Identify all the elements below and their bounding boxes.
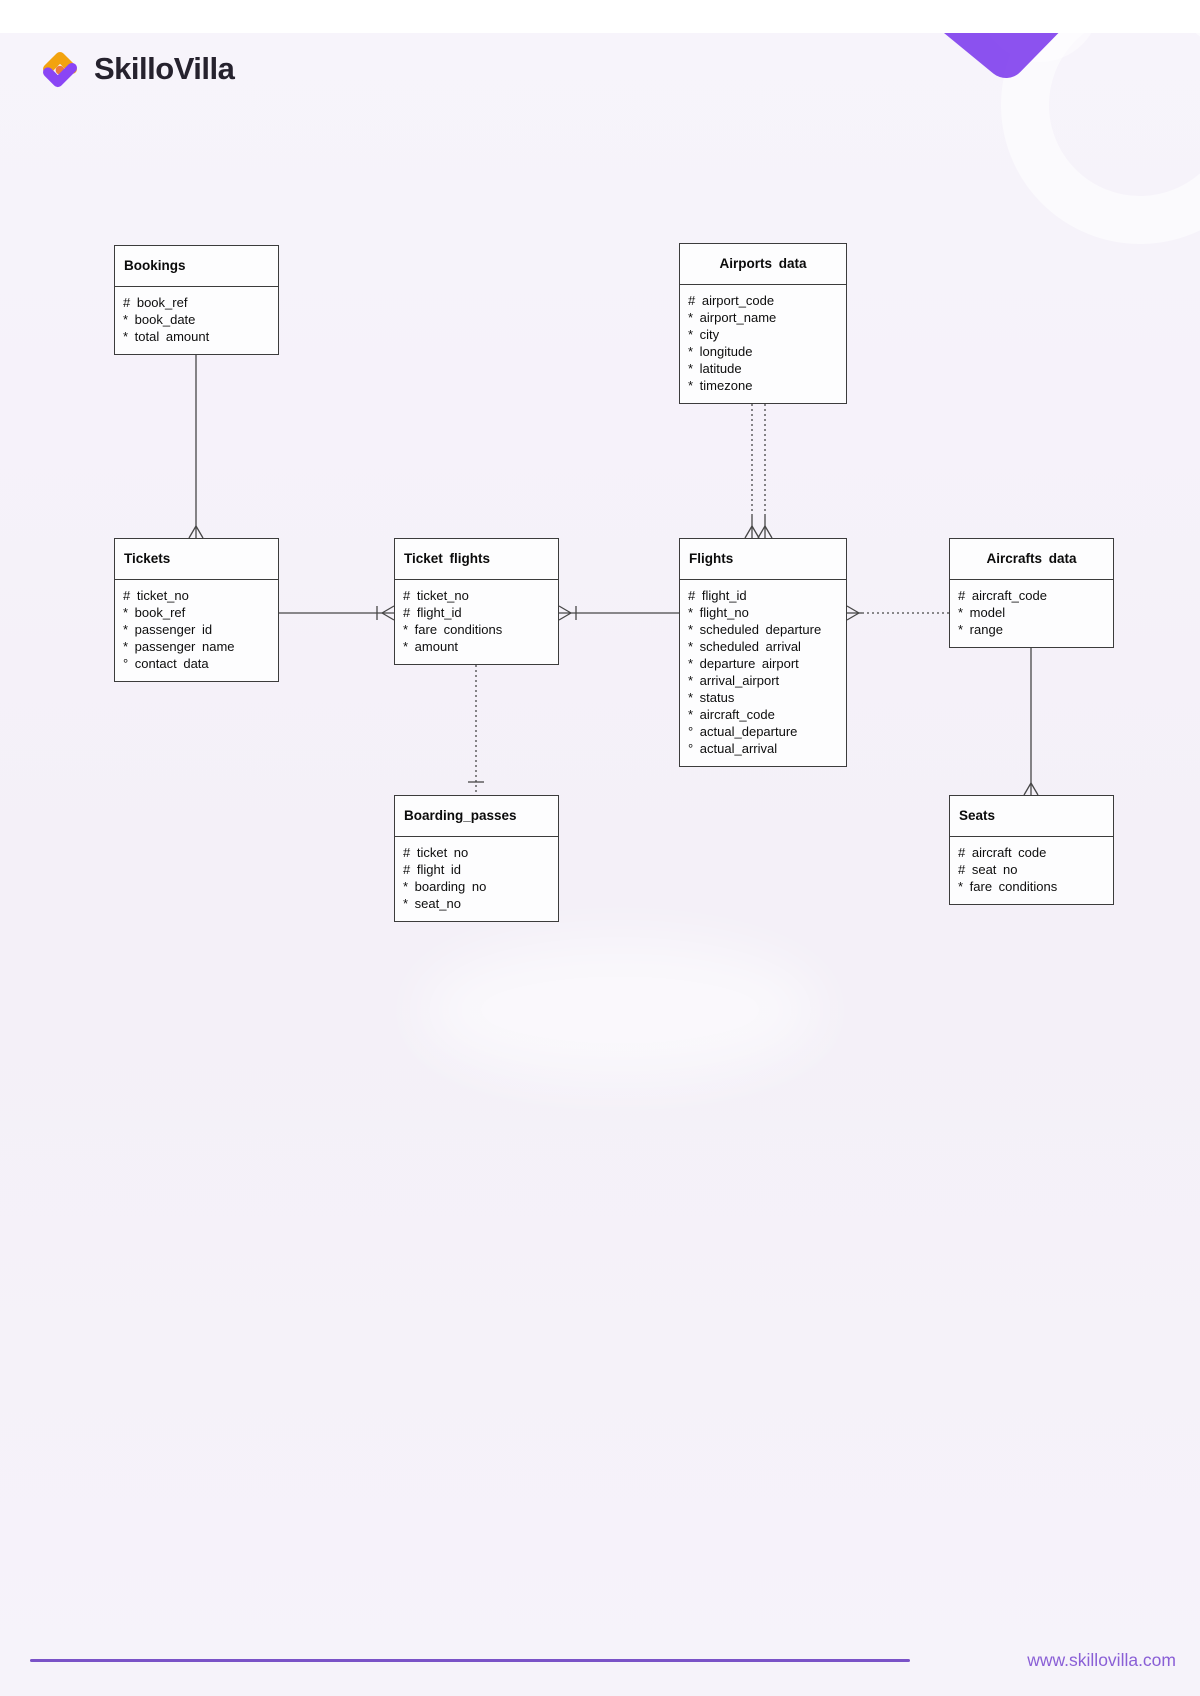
attribute-row: * scheduled departure — [688, 622, 822, 637]
attribute-row: * fare conditions — [958, 879, 1058, 894]
connector-tickets-ticketflights — [279, 605, 395, 621]
attribute-row: * passenger id — [123, 622, 213, 637]
entity-airports-data-attributes: # airport_code * airport_name * city * long… — [680, 285, 846, 403]
attribute-row: * passenger name — [123, 639, 235, 654]
attribute-row: * model — [958, 605, 1006, 620]
attribute-row: * fare conditions — [403, 622, 503, 637]
entity-boarding-passes-attributes: # ticket no # flight id * boarding no * sea… — [395, 837, 558, 921]
entity-flights: Flights # flight_id * flight_no * schedule… — [679, 538, 847, 767]
attribute-row: * book_date — [123, 312, 196, 327]
attribute-row: * airport_name — [688, 310, 777, 325]
entity-bookings: Bookings # book_ref * book_date * total am… — [114, 245, 279, 355]
header: SkilloVilla — [38, 46, 235, 92]
entity-aircrafts-data-title: Aircrafts data — [950, 539, 1113, 580]
entity-aircrafts-data-attributes: # aircraft_code * model * range — [950, 580, 1113, 647]
footer-divider — [30, 1659, 910, 1662]
attribute-row: # ticket_no — [403, 588, 469, 603]
brand-name: SkilloVilla — [94, 51, 235, 86]
skillovilla-logo-icon — [43, 52, 77, 88]
attribute-row: * status — [688, 690, 735, 705]
attribute-row: * flight_no — [688, 605, 749, 620]
attribute-row: # aircraft_code — [958, 588, 1047, 603]
attribute-row: * city — [688, 327, 720, 342]
attribute-row: * total amount — [123, 329, 210, 344]
attribute-row: # ticket no — [403, 845, 469, 860]
top-white-strip — [0, 0, 1200, 33]
corner-decoration — [930, 0, 1200, 244]
entity-boarding-passes-title: Boarding_passes — [395, 796, 558, 837]
connector-airports-flights — [744, 399, 773, 539]
footer-website-link[interactable]: www.skillovilla.com — [1027, 1650, 1176, 1670]
attribute-row: # flight_id — [403, 605, 462, 620]
entity-seats: Seats # aircraft code # seat no * fare con… — [949, 795, 1114, 905]
connector-ticketflights-boardingpasses — [468, 660, 484, 795]
entity-seats-attributes: # aircraft code # seat no * fare condition… — [950, 837, 1113, 904]
entity-ticket-flights-title: Ticket flights — [395, 539, 558, 580]
attribute-row: * longitude — [688, 344, 753, 359]
entity-airports-data-title: Airports data — [680, 244, 846, 285]
entity-bookings-title: Bookings — [115, 246, 278, 287]
background-glow — [420, 940, 820, 1080]
attribute-row: ° actual_departure — [688, 724, 798, 739]
attribute-row: # book_ref — [123, 295, 188, 310]
attribute-row: # aircraft code — [958, 845, 1047, 860]
entity-bookings-attributes: # book_ref * book_date * total amount — [115, 287, 278, 354]
attribute-row: * departure airport — [688, 656, 799, 671]
entity-seats-title: Seats — [950, 796, 1113, 837]
entity-aircrafts-data: Aircrafts data # aircraft_code * model * r… — [949, 538, 1114, 648]
entity-flights-attributes: # flight_id * flight_no * scheduled depart… — [680, 580, 846, 766]
decorative-ring — [1001, 0, 1200, 244]
attribute-row: * seat_no — [403, 896, 461, 911]
attribute-row: # flight_id — [688, 588, 747, 603]
entity-tickets: Tickets # ticket_no * book_ref * passenger… — [114, 538, 279, 682]
attribute-row: * boarding no — [403, 879, 487, 894]
entity-airports-data: Airports data # airport_code * airport_na… — [679, 243, 847, 404]
entity-ticket-flights-attributes: # ticket_no # flight_id * fare conditions *… — [395, 580, 558, 664]
connector-bookings-tickets — [188, 353, 204, 539]
attribute-row: ° actual_arrival — [688, 741, 778, 756]
attribute-row: * range — [958, 622, 1003, 637]
connector-flights-aircrafts — [846, 605, 949, 621]
attribute-row: # airport_code — [688, 293, 775, 308]
attribute-row: * timezone — [688, 378, 753, 393]
attribute-row: * book_ref — [123, 605, 186, 620]
attribute-row: # seat no — [958, 862, 1018, 877]
attribute-row: * amount — [403, 639, 459, 654]
attribute-row: # ticket_no — [123, 588, 189, 603]
entity-ticket-flights: Ticket flights # ticket_no # flight_id * f… — [394, 538, 559, 665]
attribute-row: * scheduled arrival — [688, 639, 801, 654]
attribute-row: ° contact data — [123, 656, 209, 671]
connector-ticketflights-flights — [558, 605, 679, 621]
entity-tickets-title: Tickets — [115, 539, 278, 580]
attribute-row: # flight id — [403, 862, 462, 877]
attribute-row: * aircraft_code — [688, 707, 775, 722]
attribute-row: * latitude — [688, 361, 742, 376]
entity-tickets-attributes: # ticket_no * book_ref * passenger id * pas… — [115, 580, 278, 681]
entity-flights-title: Flights — [680, 539, 846, 580]
entity-boarding-passes: Boarding_passes # ticket no # flight id * … — [394, 795, 559, 922]
connector-aircrafts-seats — [1023, 643, 1039, 796]
attribute-row: * arrival_airport — [688, 673, 780, 688]
